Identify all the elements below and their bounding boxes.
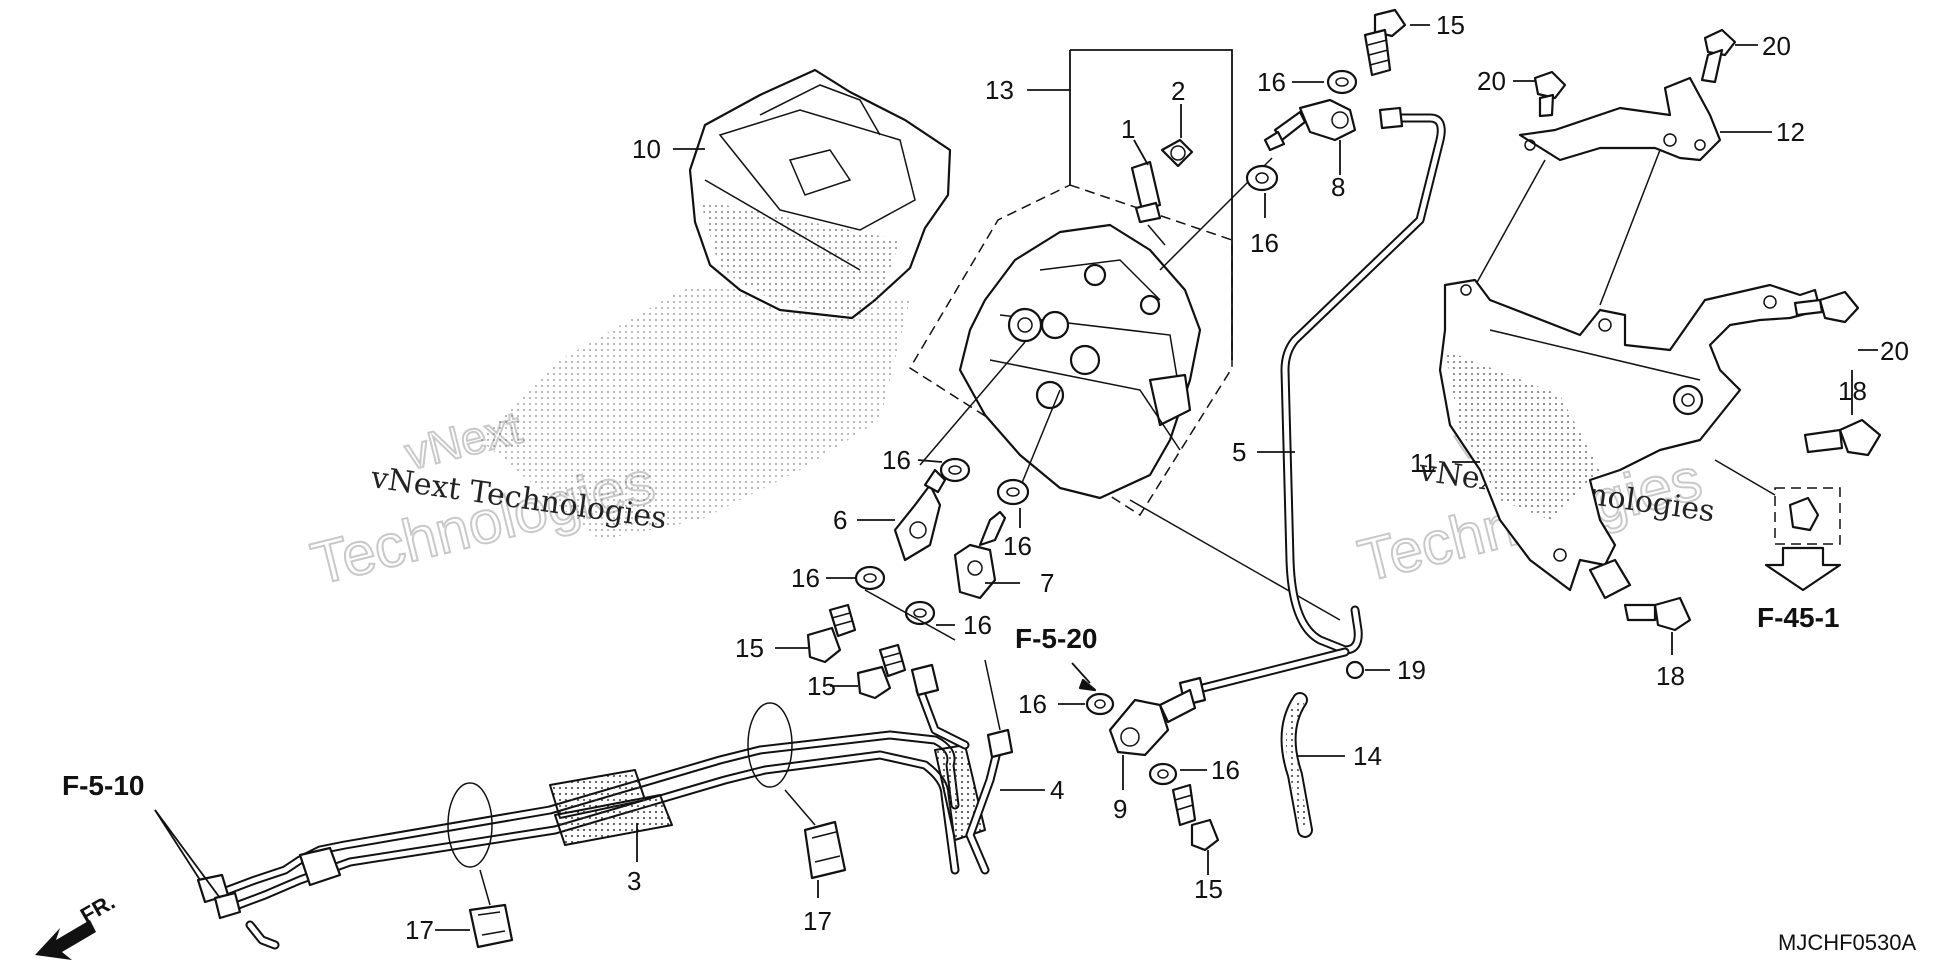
- callout-20-top-right: 20: [1762, 31, 1791, 61]
- banjo-part-7: [953, 510, 1007, 600]
- callout-16-mid: 16: [1250, 228, 1279, 258]
- guide-line-b: [984, 659, 1001, 731]
- brake-pipe-part-5: [1178, 106, 1446, 707]
- callout-17-right: 17: [803, 906, 832, 936]
- modulator-group-bracket-13: [1069, 49, 1233, 360]
- leader-16-left-a: [917, 459, 943, 463]
- callout-2: 2: [1171, 76, 1185, 106]
- bolt-part-15-top: [1363, 8, 1407, 77]
- washer-part-16-f520: [1085, 692, 1115, 716]
- callout-12: 12: [1776, 117, 1805, 147]
- callout-15-left-a: 15: [735, 633, 764, 663]
- callout-8: 8: [1331, 172, 1345, 202]
- brake-pipes-part-3: [196, 702, 986, 950]
- callout-18-bottom: 18: [1656, 661, 1685, 691]
- callout-5: 5: [1232, 437, 1246, 467]
- arrow-down-icon: [1764, 546, 1842, 592]
- callout-3: 3: [627, 866, 641, 896]
- callout-4: 4: [1050, 775, 1064, 805]
- callout-9: 9: [1113, 794, 1127, 824]
- cap-part-2: [1160, 138, 1194, 168]
- callout-13: 13: [985, 75, 1014, 105]
- clamp-part-17-left: [468, 903, 514, 949]
- leader-1: [1133, 139, 1149, 166]
- shadow-area: [480, 285, 910, 540]
- grommet-box: [1774, 487, 1841, 545]
- bolt-part-20-top-right: [1700, 28, 1737, 84]
- callout-17-left: 17: [405, 915, 434, 945]
- banjo-part-9: [1108, 688, 1197, 757]
- callout-14: 14: [1353, 741, 1382, 771]
- bolt-part-15-lower: [1171, 783, 1220, 852]
- callout-18-right: 18: [1838, 376, 1867, 406]
- leader-f-5-20: [1071, 662, 1091, 684]
- callout-10: 10: [632, 134, 661, 164]
- callout-16-lower: 16: [1211, 755, 1240, 785]
- bolt-part-18-bottom: [1623, 596, 1692, 632]
- ref-f-5-10: F-5-10: [62, 770, 144, 801]
- line-5: [1129, 499, 1341, 621]
- bracket-part-12: [1518, 76, 1722, 162]
- washer-part-16-left-a: [939, 457, 971, 483]
- ref-f-45-1: F-45-1: [1757, 602, 1839, 633]
- callout-6: 6: [833, 505, 847, 535]
- callout-15-lower: 15: [1194, 874, 1223, 904]
- callout-1: 1: [1121, 114, 1135, 144]
- banjo-part-8: [1263, 98, 1357, 152]
- bolt-part-15-left-b: [856, 643, 907, 700]
- line-6: [919, 341, 1026, 466]
- callout-16-top: 16: [1257, 67, 1286, 97]
- leader-f-5-10-b: [154, 809, 221, 899]
- washer-part-16-left-b: [996, 478, 1030, 506]
- callout-11: 11: [1410, 448, 1437, 478]
- brake-pipes-part-4: [910, 663, 1014, 875]
- callout-15-left-b: 15: [807, 671, 836, 701]
- callout-20-right: 20: [1880, 336, 1909, 366]
- guide-line-a: [864, 589, 956, 641]
- callout-19: 19: [1397, 655, 1426, 685]
- bracket-part-11: [1438, 278, 1822, 600]
- clip-part-19: [1345, 660, 1365, 680]
- callout-16-left-d: 16: [963, 610, 992, 640]
- washer-part-16-mid: [1245, 164, 1279, 192]
- washer-part-16-top: [1326, 69, 1358, 95]
- abs-modulator: [958, 223, 1202, 500]
- front-label: FR.: [76, 889, 119, 928]
- callout-15-top: 15: [1436, 10, 1465, 40]
- front-direction-arrow: FR.: [35, 889, 119, 960]
- grommet: [1788, 496, 1820, 532]
- washer-part-16-left-c: [854, 565, 886, 591]
- diagram-code: MJCHF0530A: [1778, 930, 1916, 955]
- bolt-part-18-right: [1803, 418, 1882, 457]
- callout-16-f520: 16: [1018, 689, 1047, 719]
- callout-16-left-b: 16: [1003, 531, 1032, 561]
- bolt-part-20-right: [1793, 290, 1860, 324]
- line-1: [1147, 224, 1166, 246]
- callout-7: 7: [1040, 568, 1054, 598]
- callout-20-top-left: 20: [1477, 66, 1506, 96]
- modulator-outline: [908, 184, 1233, 517]
- washer-part-16-lower: [1148, 762, 1178, 786]
- abs-cover-part-10: [688, 68, 952, 320]
- ref-f-5-20: F-5-20: [1015, 623, 1097, 654]
- bleeder-part-1: [1130, 160, 1162, 224]
- bolt-part-20-top-left: [1533, 70, 1567, 118]
- bolt-part-15-left-a: [806, 603, 857, 664]
- banjo-part-6: [893, 468, 947, 562]
- callout-16-left-a: 16: [882, 445, 911, 475]
- callout-16-left-c: 16: [791, 563, 820, 593]
- clamp-part-17-right: [803, 820, 847, 880]
